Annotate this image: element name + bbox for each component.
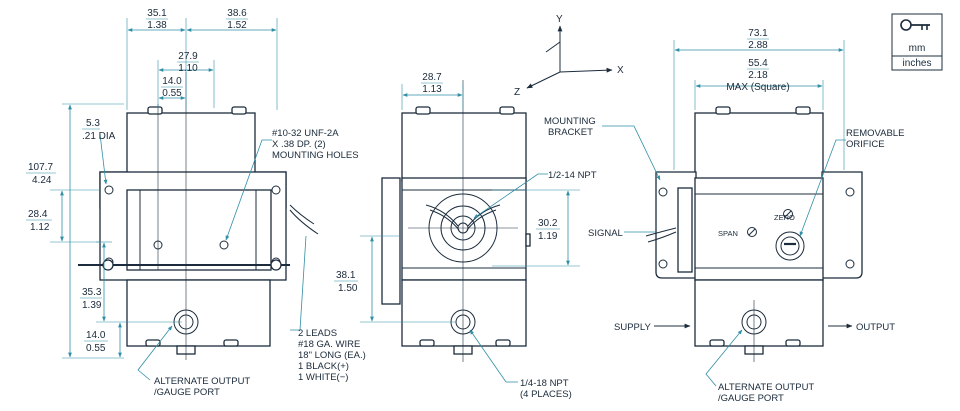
span-label: SPAN: [718, 229, 738, 238]
rear-view-callouts: MOUNTING BRACKET REMOVABLE ORIFICE SIGNA…: [544, 116, 904, 404]
dim-38-1-in: 1.50: [338, 283, 358, 294]
mounting-bracket-line-1: MOUNTING: [544, 116, 596, 127]
leads-line-2: #18 GA. WIRE: [298, 339, 360, 350]
mounting-holes-line-1: #10-32 UNF-2A: [272, 128, 339, 139]
front-view: [78, 72, 319, 360]
alt-output-right-line-2: /GAUGE PORT: [718, 393, 784, 404]
dim-107-7-in: 4.24: [32, 175, 52, 186]
key-icon: [900, 19, 930, 31]
npt-quarter-line-1: 1/4-18 NPT: [520, 378, 569, 389]
units-legend: mm inches: [891, 13, 943, 71]
max-square-label: MAX (Square): [726, 82, 789, 93]
dim-35-3-mm: 35.3: [82, 287, 102, 298]
mounting-bracket-line-2: BRACKET: [548, 127, 593, 138]
legend-inches: inches: [903, 58, 932, 69]
mounting-holes-line-3: MOUNTING HOLES: [272, 150, 359, 161]
dim-73-1-in: 2.88: [748, 40, 768, 51]
side-view-dimensions: 28.7 1.13 30.2 1.19 38.1 1.50: [334, 72, 580, 323]
dim-55-4-in: 2.18: [748, 70, 768, 81]
leads-line-5: 1 WHITE(−): [298, 372, 348, 383]
leads-line-4: 1 BLACK(+): [298, 361, 349, 372]
dim-5-3-mm: 5.3: [86, 118, 100, 129]
leads-line-3: 18" LONG (EA.): [298, 350, 366, 361]
signal-label: SIGNAL: [588, 228, 623, 239]
axis-z-label: Z: [514, 87, 520, 98]
dim-27-9-in: 1.10: [178, 63, 198, 74]
dim-73-1-mm: 73.1: [748, 28, 768, 39]
removable-orifice-line-2: ORIFICE: [846, 139, 885, 150]
alt-output-left-line-2: /GAUGE PORT: [154, 387, 220, 398]
dim-14-0-side-in: 0.55: [86, 343, 106, 354]
axis-y-label: Y: [556, 14, 563, 25]
side-view-callouts: 1/2-14 NPT 1/4-18 NPT (4 PLACES): [469, 170, 597, 400]
dim-55-4-mm: 55.4: [748, 58, 768, 69]
dim-38-1-mm: 38.1: [336, 270, 356, 281]
legend-mm: mm: [909, 43, 926, 54]
axis-x-label: X: [617, 65, 624, 76]
supply-label: SUPPLY: [614, 322, 651, 333]
output-label: OUTPUT: [856, 322, 895, 333]
dim-14-0-top-mm: 14.0: [162, 76, 182, 87]
dim-35-1-in: 1.38: [147, 20, 167, 31]
rear-view: [645, 106, 863, 362]
dim-28-7-in: 1.13: [422, 84, 442, 95]
dim-38-6-mm: 38.6: [227, 8, 247, 19]
dim-30-2-mm: 30.2: [538, 218, 558, 229]
removable-orifice-line-1: REMOVABLE: [846, 128, 904, 139]
dim-14-0-top-in: 0.55: [162, 88, 182, 99]
dim-38-6-in: 1.52: [227, 20, 247, 31]
zero-label: ZERO: [774, 213, 795, 222]
dim-35-3-in: 1.39: [82, 300, 102, 311]
front-view-callouts: #10-32 UNF-2A X .38 DP. (2) MOUNTING HOL…: [137, 128, 366, 398]
front-view-dimensions: 35.1 1.38 38.6 1.52 27.9 1.10 14.0 0.55 …: [26, 8, 278, 359]
axis-triad: Y X Z: [514, 14, 624, 98]
dim-107-7-mm: 107.7: [28, 162, 53, 173]
side-view: [381, 80, 531, 362]
mounting-holes-line-2: X .38 DP. (2): [272, 139, 326, 150]
dim-14-0-side-mm: 14.0: [86, 330, 106, 341]
dim-28-7-mm: 28.7: [422, 72, 442, 83]
npt-half-label: 1/2-14 NPT: [548, 170, 597, 181]
rear-view-dimensions: 73.1 2.88 55.4 2.18 MAX (Square): [673, 28, 845, 170]
dim-27-9-mm: 27.9: [178, 51, 198, 62]
dim-28-4-in: 1.12: [30, 222, 50, 233]
alt-output-left-line-1: ALTERNATE OUTPUT: [154, 376, 250, 387]
npt-quarter-line-2: (4 PLACES): [520, 389, 572, 400]
alt-output-right-line-1: ALTERNATE OUTPUT: [718, 382, 814, 393]
dim-35-1-mm: 35.1: [147, 8, 167, 19]
dim-5-3-in: .21 DIA: [82, 131, 116, 142]
leads-line-1: 2 LEADS: [298, 328, 337, 339]
dim-28-4-mm: 28.4: [28, 209, 48, 220]
dim-30-2-in: 1.19: [538, 231, 558, 242]
